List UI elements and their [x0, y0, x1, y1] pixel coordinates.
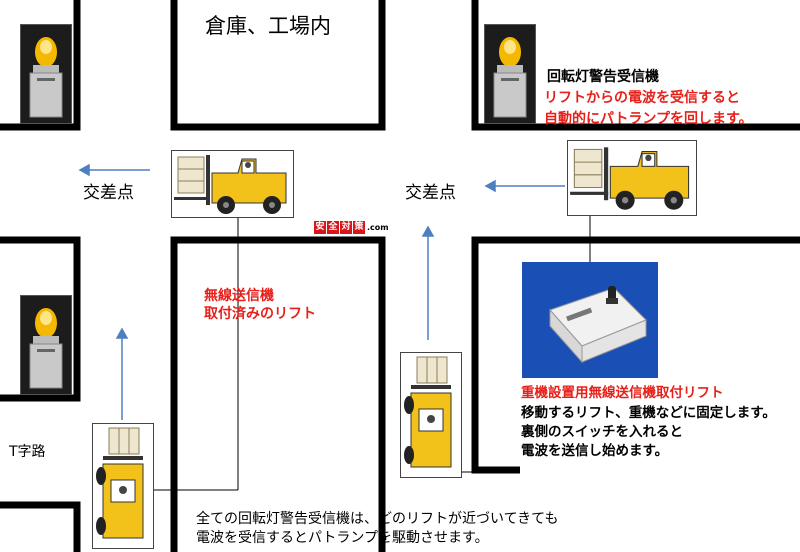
anzen-taisaku-logo: 安 全 対 策 .com	[314, 220, 389, 234]
lift-note-line1: 無線送信機	[204, 285, 274, 305]
beacon-receiver-left	[20, 295, 72, 395]
wall-t-junction	[0, 505, 77, 552]
arrow-right-intersection-head	[486, 181, 495, 191]
lift-note-line2: 取付済みのリフト	[204, 303, 316, 323]
beacon-receiver-top-left	[20, 24, 72, 124]
beacon-icon	[21, 25, 71, 123]
forklift-icon	[401, 353, 461, 477]
beacon-receiver-top-right	[484, 24, 536, 124]
logo-domain: .com	[367, 223, 389, 232]
receiver-title: 回転灯警告受信機	[547, 66, 659, 86]
intersection-label-left: 交差点	[83, 178, 134, 203]
t-junction-label: T字路	[9, 441, 46, 461]
arrow-up-left-head	[117, 329, 127, 338]
logo-char: 策	[353, 221, 365, 234]
beacon-icon	[21, 296, 71, 394]
beacon-icon	[485, 25, 535, 123]
forklift-icon	[172, 151, 293, 217]
transmitter-icon	[522, 262, 658, 378]
forklift-image-bottom-left	[92, 423, 154, 549]
forklift-image-right	[567, 140, 697, 216]
transmitter-device-image	[522, 262, 658, 378]
transmitter-desc-line2: 裏側のスイッチを入れると	[521, 420, 683, 440]
transmitter-heading: 重機設置用無線送信機取付リフト	[521, 381, 724, 401]
transmitter-desc-line1: 移動するリフト、重機などに固定します。	[521, 401, 776, 421]
forklift-image-bottom-right	[400, 352, 462, 478]
page-title: 倉庫、工場内	[205, 10, 331, 40]
forklift-image-left	[171, 150, 294, 218]
logo-char: 全	[327, 221, 339, 234]
transmitter-desc-line3: 電波を送信し始めます。	[521, 439, 668, 459]
logo-char: 対	[340, 221, 352, 234]
arrow-up-right-head	[423, 227, 433, 236]
intersection-label-right: 交差点	[405, 178, 456, 203]
bottom-note-line1: 全ての回転灯警告受信機は、どのリフトが近づいてきても	[196, 508, 558, 528]
logo-char: 安	[314, 221, 326, 234]
receiver-desc-line2: 自動的にパトランプを回します。	[544, 108, 753, 128]
bottom-note-line2: 電波を受信するとパトランプを駆動させます。	[196, 527, 489, 547]
arrow-left-intersection-head	[80, 165, 89, 175]
receiver-desc-line1: リフトからの電波を受信すると	[544, 87, 740, 107]
forklift-icon	[568, 141, 696, 215]
forklift-icon	[93, 424, 153, 548]
